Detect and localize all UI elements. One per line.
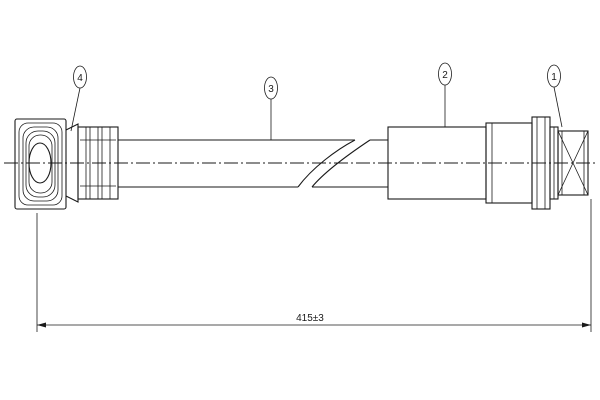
dimension-label: 415±3: [296, 313, 324, 324]
hose-section: [118, 139, 388, 188]
callout-3: 3: [264, 76, 278, 140]
callout-4-label: 4: [77, 73, 83, 84]
callout-3-label: 3: [268, 84, 274, 95]
banjo-fitting: [14, 118, 119, 210]
callout-1: 1: [547, 64, 563, 128]
hex-fitting: [531, 116, 589, 210]
callout-1-label: 1: [551, 72, 557, 83]
callout-4: 4: [70, 65, 87, 132]
callout-2-label: 2: [442, 70, 448, 81]
callout-2: 2: [438, 62, 452, 127]
length-dimension: 415±3: [36, 199, 592, 332]
